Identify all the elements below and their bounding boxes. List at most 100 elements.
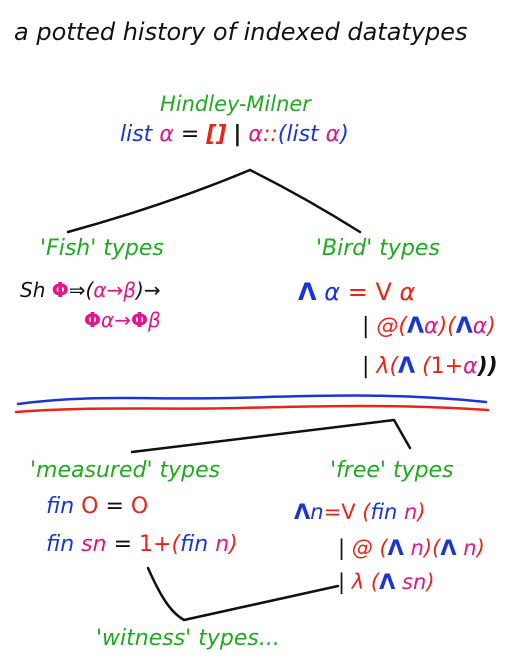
divider-blue-line — [16, 394, 488, 406]
free-part: ( — [370, 570, 380, 594]
measured-part: O — [81, 494, 99, 519]
measured-part: = — [113, 532, 132, 557]
page-title: a potted history of indexed datatypes — [14, 18, 468, 46]
free-part: V — [341, 500, 356, 524]
free-part: n — [404, 500, 418, 524]
bird-types-label: 'Bird' types — [316, 236, 440, 261]
hm-part: list — [120, 122, 153, 147]
free-line-1: Λn=V (fin n) — [294, 502, 426, 523]
bird-part: @ — [376, 314, 399, 339]
hm-part: α — [325, 122, 341, 147]
free-part: ) — [417, 500, 426, 524]
bird-part: Λ — [455, 314, 473, 339]
free-part: ( — [362, 500, 371, 524]
hm-part: :: — [262, 122, 278, 147]
bird-part: λ — [376, 354, 390, 379]
free-line-3: | λ (Λ sn) — [338, 572, 435, 593]
bird-part: α — [463, 354, 478, 379]
branch-right-line — [248, 168, 362, 234]
connector-bottom-line — [146, 566, 340, 622]
divider-red-line — [14, 404, 490, 414]
free-line-2: | @ (Λ n)(Λ n) — [338, 538, 485, 559]
bird-part: )( — [438, 314, 456, 339]
connector-top-line — [130, 418, 412, 454]
fish-part: Φ — [51, 278, 69, 302]
measured-part: n — [215, 532, 230, 557]
hm-part: | — [233, 122, 242, 147]
free-part: λ — [351, 570, 365, 594]
bird-part: ( — [422, 354, 431, 379]
measured-part: ) — [229, 532, 238, 557]
bird-part: α — [399, 278, 416, 306]
bird-line-3: | λ(Λ (1+α)) — [362, 356, 498, 378]
free-part: Λ — [294, 500, 311, 524]
hm-part: ) — [340, 122, 349, 147]
fish-part: β — [147, 308, 161, 332]
hm-part: = — [180, 122, 200, 147]
bird-part: α — [324, 278, 341, 306]
bird-line-2: | @(Λα)(Λα) — [362, 316, 496, 338]
bird-part: + — [444, 354, 464, 379]
fish-part: → — [114, 308, 131, 332]
free-part: Λ — [387, 536, 404, 560]
free-part: Λ — [440, 536, 457, 560]
hindley-milner-label: Hindley-Milner — [160, 92, 311, 116]
bird-part: α — [424, 314, 439, 339]
measured-types-label: 'measured' types — [30, 458, 221, 483]
free-part: = — [323, 500, 342, 524]
fish-part: ⇒( — [68, 278, 94, 302]
free-part: ) — [426, 570, 435, 594]
free-part: Λ — [379, 570, 396, 594]
free-part: )( — [423, 536, 441, 560]
measured-part: fin — [46, 532, 75, 557]
free-part: n — [410, 536, 424, 560]
measured-line-1: fin O = O — [46, 496, 148, 518]
measured-part: fin — [180, 532, 209, 557]
bird-part: ) — [487, 314, 496, 339]
fish-part: Φ — [84, 308, 102, 332]
free-part: sn — [402, 570, 427, 594]
branch-left-line — [66, 168, 252, 234]
free-part: fin — [370, 500, 398, 524]
measured-part: + — [153, 532, 172, 557]
hm-part: list — [286, 122, 319, 147]
hm-part: ( — [277, 122, 287, 147]
free-types-label: 'free' types — [330, 458, 454, 483]
measured-part: fin — [46, 494, 75, 519]
fish-part: → — [106, 278, 124, 302]
hm-part: [] — [206, 122, 227, 147]
fish-part: α — [101, 308, 115, 332]
fish-part: Φ — [130, 308, 148, 332]
bird-part: ( — [398, 314, 408, 339]
fish-part: → — [143, 278, 161, 302]
fish-part: β — [123, 278, 137, 302]
free-part: @ — [351, 536, 373, 560]
measured-part: = — [105, 494, 124, 519]
hindley-milner-equation: list α = [] | α::(list α) — [120, 124, 349, 146]
witness-types-label: 'witness' types... — [96, 626, 280, 651]
measured-part: ( — [171, 532, 181, 557]
fish-part: Sh — [20, 278, 46, 302]
bird-part: )) — [477, 354, 498, 379]
hm-part: α — [248, 122, 263, 147]
bird-part: ( — [389, 354, 399, 379]
measured-line-2: fin sn = 1+(fin n) — [46, 534, 238, 556]
bird-part: | — [362, 354, 370, 379]
bird-part: Λ — [298, 278, 317, 306]
bird-part: V — [375, 278, 392, 306]
bird-part: = — [347, 278, 368, 306]
bird-part: | — [362, 314, 370, 339]
measured-part: O — [130, 494, 149, 519]
free-part: n — [310, 500, 324, 524]
bird-part: Λ — [398, 354, 416, 379]
fish-line-1: Sh Φ⇒(α→β)→ — [20, 280, 161, 300]
fish-types-label: 'Fish' types — [40, 236, 164, 261]
measured-part: sn — [81, 532, 107, 557]
bird-part: Λ — [407, 314, 425, 339]
bird-line-1: Λ α = V α — [298, 280, 415, 304]
free-part: ( — [379, 536, 388, 560]
bird-part: 1 — [430, 354, 445, 379]
free-part: n — [463, 536, 477, 560]
free-part: | — [338, 570, 346, 594]
